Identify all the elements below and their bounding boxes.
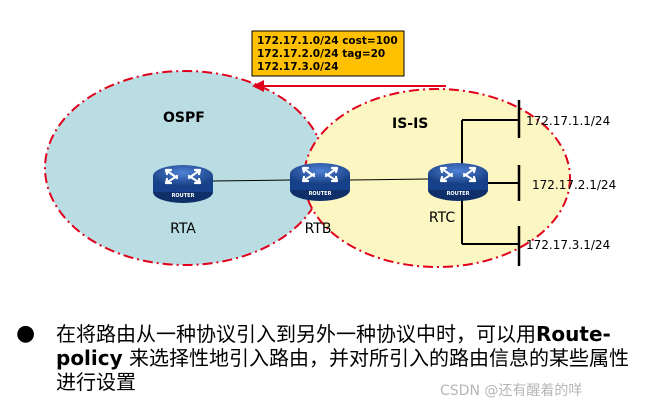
route-line-3: 172.17.3.0/24 [257,61,339,73]
bullet-dot-icon: ● [16,321,36,346]
route-line-2: 172.17.2.0/24 tag=20 [257,48,385,60]
svg-text:ROUTER: ROUTER [309,191,332,197]
router-icon-rta: ROUTER [151,163,215,205]
router-label-rta: RTA [170,221,196,237]
router-label-rtb: RTB [305,221,332,237]
link-rta-rtb [211,179,292,182]
route-line-1: 172.17.1.0/24 cost=100 [257,35,398,47]
network-label-3: 172.17.3.1/24 [526,238,610,252]
network-diagram: OSPF IS-IS 172.17.1.0/24 cost=100 172.17… [44,30,616,268]
network-label-1: 172.17.1.1/24 [526,114,610,128]
import-arrow [252,80,446,92]
route-policy-term: Route-policy [56,322,611,370]
router-icon-rtc: ROUTER [426,161,490,203]
bullet-point: ● 在将路由从一种协议引入到另外一种协议中时，可以用Route-policy 来… [16,321,648,395]
routes-box [251,30,405,77]
svg-text:ROUTER: ROUTER [172,193,195,199]
ospf-label: OSPF [163,110,205,126]
watermark: CSDN @还有醒着的咩 [440,383,583,399]
router-label-rtc: RTC [429,210,455,226]
svg-text:ROUTER: ROUTER [447,191,470,197]
isis-label: IS-IS [392,116,428,132]
router-icon-rtb: ROUTER [288,161,352,203]
network-label-2: 172.17.2.1/24 [532,178,616,192]
link-rtb-rtc [348,178,429,181]
bullet-text: 在将路由从一种协议引入到另外一种协议中时，可以用Route-policy 来选择… [56,322,630,394]
